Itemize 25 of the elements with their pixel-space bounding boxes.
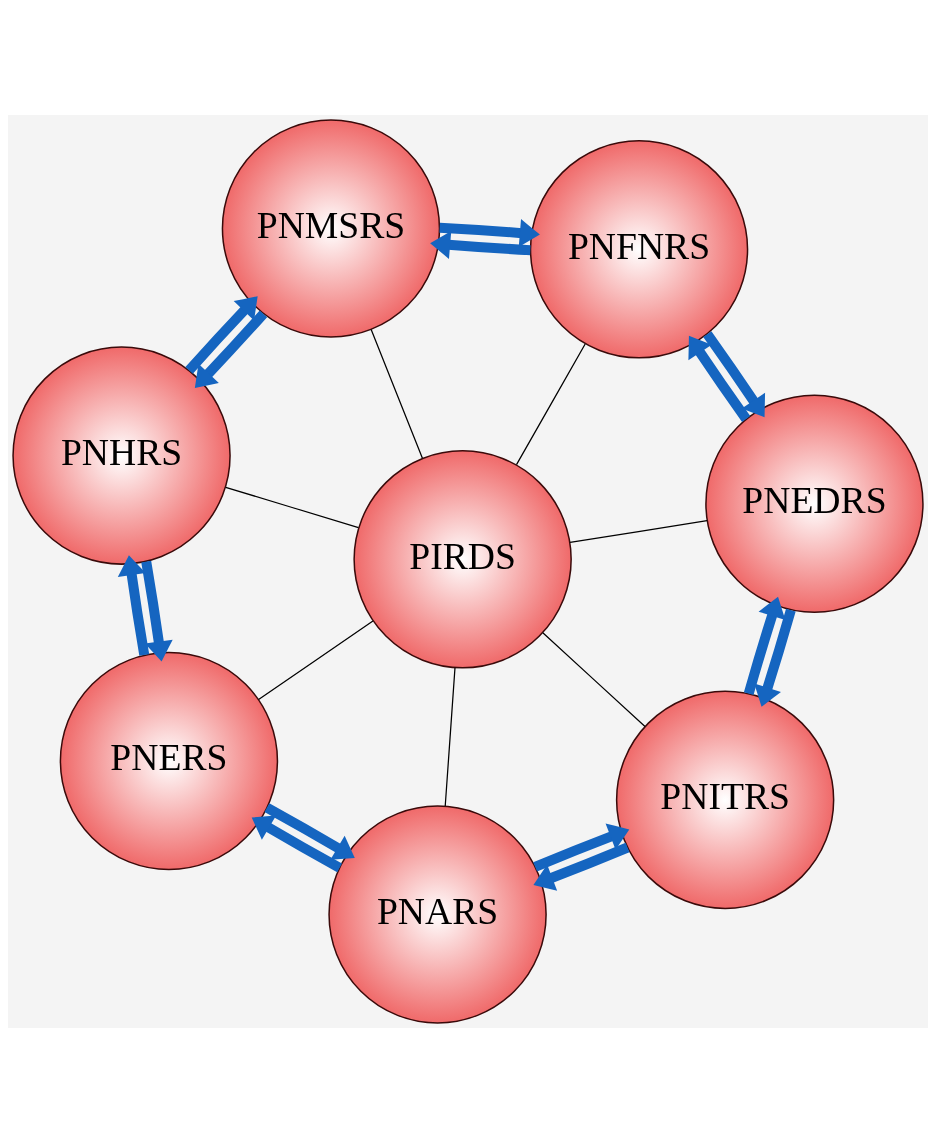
arrow: [117, 555, 150, 656]
connector: [515, 343, 586, 466]
node-circle: PNITRS: [615, 690, 835, 910]
arrow: [703, 331, 766, 418]
arrow: [533, 823, 630, 872]
arrow: [194, 310, 268, 388]
connector: [444, 667, 456, 807]
arrow: [533, 842, 630, 891]
connector: [542, 632, 646, 728]
arrow: [264, 803, 355, 860]
arrow: [185, 296, 258, 374]
arrow: [141, 560, 173, 662]
connector: [569, 520, 708, 543]
node-circle: PIRDS: [353, 450, 572, 669]
connector: [370, 328, 424, 459]
arrow: [439, 219, 540, 247]
node-circle: PNMSRS: [221, 119, 441, 338]
arrow: [251, 815, 342, 873]
arrow: [688, 335, 751, 422]
connector: [225, 486, 360, 529]
arrow: [430, 230, 531, 259]
node-circle: PNHRS: [12, 346, 231, 565]
connector: [258, 620, 374, 701]
arrow: [754, 608, 796, 707]
arrow: [743, 596, 786, 695]
